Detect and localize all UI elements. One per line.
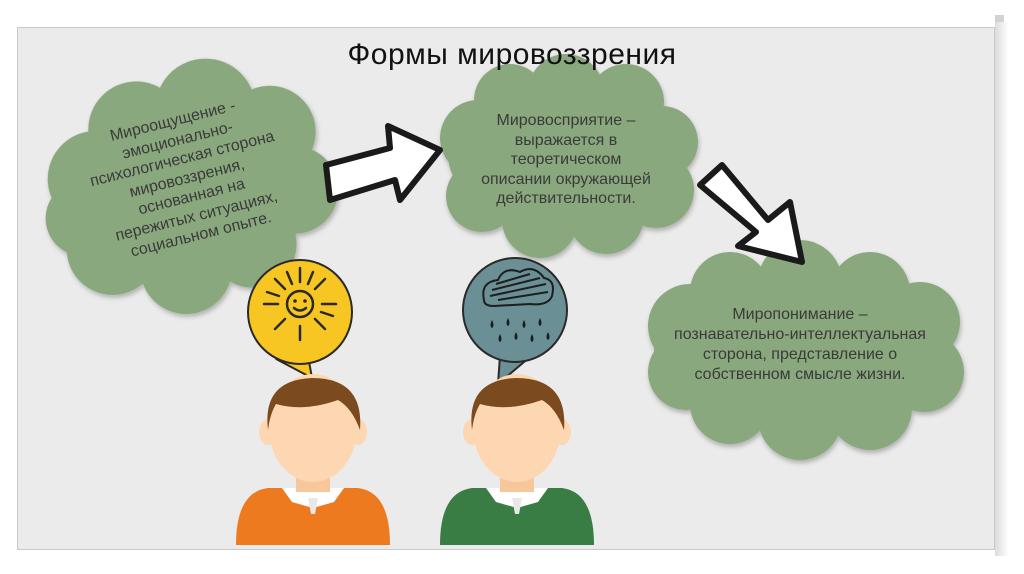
bubble-line: действительности. [446, 189, 686, 209]
sun-icon [248, 260, 352, 378]
bubble-line: познавательно-интеллектуальная [650, 325, 950, 345]
person-icon-left [236, 374, 390, 545]
bubble-line: собственном смысле жизни. [650, 365, 950, 385]
bubble-line: Миропонимание – [650, 305, 950, 325]
arrow-right-icon [326, 126, 440, 200]
rain-cloud-icon [463, 258, 567, 384]
bubble-line: сторона, представление о [650, 345, 950, 365]
arrow-down-right-icon [700, 165, 802, 262]
bubble-line: теоретическом [446, 150, 686, 170]
bubble-text-miroponimanie: Миропонимание – познавательно-интеллекту… [650, 305, 950, 385]
bubble-line: описании окружающей [446, 170, 686, 190]
person-icon-right [440, 374, 594, 545]
bubble-line: выражается в [446, 131, 686, 151]
page-title: Формы мировоззрения [0, 38, 1024, 72]
bubble-text-mirovospriyatie: Мировосприятие – выражается в теоретичес… [446, 111, 686, 209]
bubble-line: Мировосприятие – [446, 111, 686, 131]
